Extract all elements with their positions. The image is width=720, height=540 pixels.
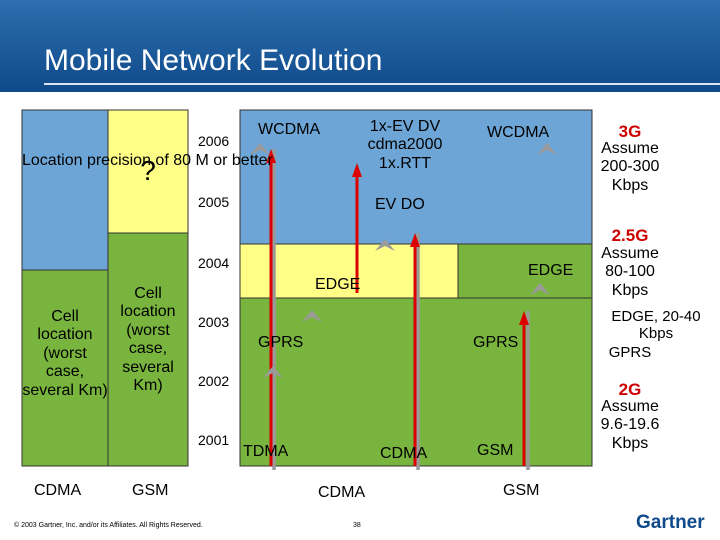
gsm-cell-location-label: Cell location (worst case, several Km) [120,285,176,394]
migration-arrows [266,149,529,466]
tdma-label: TDMA [243,443,289,460]
edge-right-label: EDGE [528,262,574,279]
year-2003: 2003 [198,314,230,330]
copyright-text: © 2003 Gartner, Inc. and/or its Affiliat… [14,522,203,529]
wcdma-right-label: WCDMA [487,124,550,141]
gprs-left-label: GPRS [258,334,304,351]
question-mark: ? [140,155,156,186]
year-2004: 2004 [198,255,230,271]
gsm-edge-box [457,243,593,299]
ev-do-label: EV DO [375,196,425,213]
page-number: 38 [353,522,361,529]
gsm-bottom-left: GSM [132,482,169,499]
gartner-logo: Gartner [636,512,705,533]
2g-tag: 2G [618,380,642,399]
year-2006: 2006 [198,133,230,149]
title-underline [44,83,720,85]
cdma-bottom-left: CDMA [34,482,82,499]
year-2001: 2001 [198,432,230,448]
question-box [107,109,189,234]
title-bar [0,0,720,92]
cdma-cell-location-label: Cell location (worst case, several Km) [22,308,108,399]
cdma-cell-location-box [21,269,109,467]
2g-speed: Assume 9.6-19.6 Kbps [600,398,660,452]
2-5g-gprs: GPRS [608,344,652,361]
2-5g-edge-speed: EDGE, 20-40 Kbps [611,308,701,343]
wcdma-left-label: WCDMA [258,121,321,138]
3g-speed: Assume 200-300 Kbps [600,140,660,194]
cdma-bottom-center: CDMA [318,484,366,501]
gsm-bottom-right: GSM [503,482,540,499]
gsm-cell-location-box [107,232,189,467]
gsm-right-tech-label: GSM [477,442,514,459]
2-5g-speed: Assume 80-100 Kbps [601,245,659,299]
edge-mid-label: EDGE [315,276,361,293]
year-2002: 2002 [198,373,230,389]
gprs-right-label: GPRS [473,334,519,351]
year-2005: 2005 [198,194,230,210]
slide-title: Mobile Network Evolution [44,44,383,77]
location-precision-box [21,109,109,271]
location-precision-label: Location precision of 80 M or better [22,152,273,169]
2-5g-tag: 2.5G [611,226,649,245]
cdma-mid-label: CDMA [380,445,428,462]
3g-tag: 3G [618,122,642,141]
cdma2000-label: 1x-EV DV cdma2000 1x.RTT [367,118,443,172]
3g-band [239,109,593,245]
